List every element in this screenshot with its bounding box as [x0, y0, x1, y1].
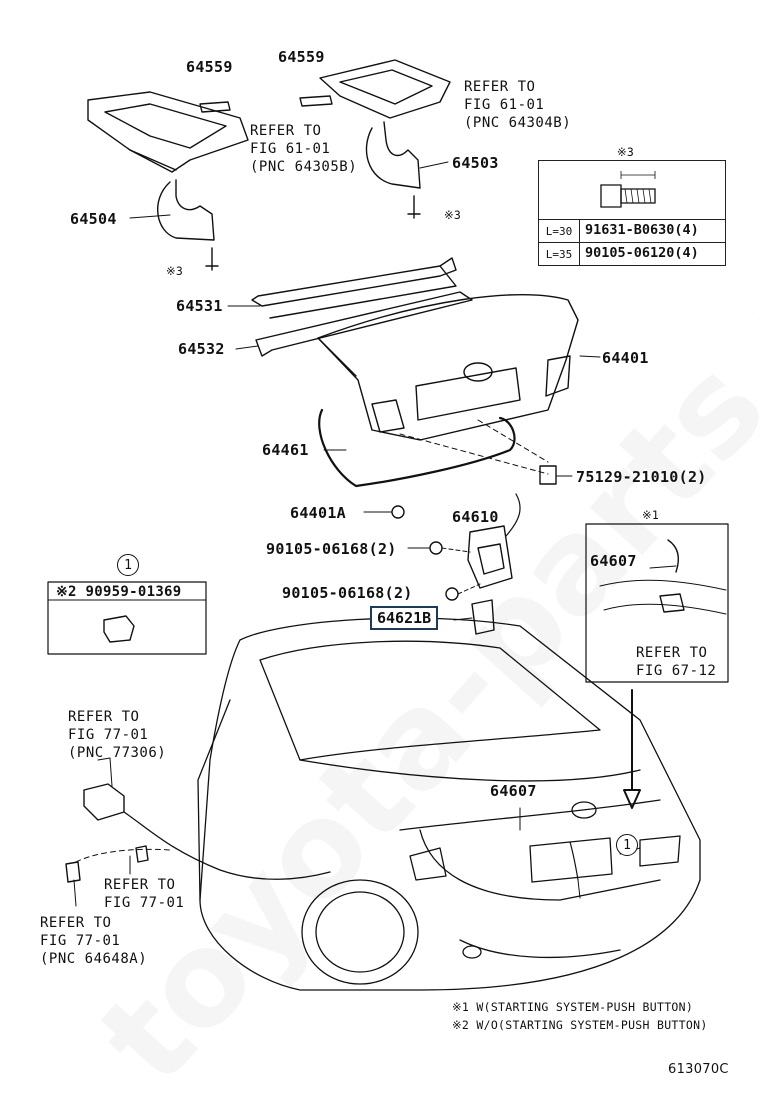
label-90105-b: 90105-06168(2) [282, 584, 413, 602]
hinge-arm-64504-drawing [156, 179, 215, 241]
ref-fig-61-01-64305b: REFER TO FIG 61-01 (PNC 64305B) [250, 123, 358, 175]
bolt-part-number: 90105-06120(4) [585, 245, 699, 261]
hinge-arm-64503-drawing [365, 121, 421, 189]
inset-box-frame [585, 523, 729, 683]
label-64461: 64461 [262, 441, 309, 459]
lock-64610-drawing [407, 493, 521, 601]
mark-3-bolt-left: ※3 [166, 264, 184, 278]
torsion-bar-64531-drawing [251, 257, 457, 307]
trunk-lid-64401-drawing [317, 294, 601, 441]
mark-3-bolt-right: ※3 [444, 208, 462, 222]
pointer-arrow [623, 689, 641, 809]
label-64607-inset: 64607 [590, 552, 637, 570]
ref-fig-67-12: REFER TO FIG 67-12 [636, 645, 717, 679]
car-body-drawing [197, 617, 701, 991]
striker-64621B-drawing [471, 599, 495, 635]
callout-part-number: ※2 90959-01369 [56, 584, 182, 600]
figure-code: 613070C [668, 1062, 729, 1077]
label-64504: 64504 [70, 210, 117, 228]
label-90105-a: 90105-06168(2) [266, 540, 397, 558]
ref-fig-77-01: REFER TO FIG 77-01 [104, 877, 185, 911]
footnote-1: ※1 W(STARTING SYSTEM-PUSH BUTTON) [452, 1000, 694, 1014]
label-64610: 64610 [452, 508, 499, 526]
ref-fig-61-01-64304b: REFER TO FIG 61-01 (PNC 64304B) [464, 79, 572, 131]
callout-circle-car: 1 [616, 834, 638, 856]
mark-1-inset: ※1 [642, 508, 660, 522]
ref-fig-77-01-77306: REFER TO FIG 77-01 (PNC 77306) [68, 709, 167, 761]
hinge-plate-left-drawing [87, 91, 249, 173]
bolt-length: L=35 [539, 243, 580, 265]
ref-fig-77-01-64648a: REFER TO FIG 77-01 (PNC 64648A) [40, 915, 148, 967]
label-64503: 64503 [452, 154, 499, 172]
bolt-icon [600, 171, 656, 208]
hinge-plate-right-drawing [299, 59, 451, 119]
bolt-length: L=30 [539, 220, 580, 242]
callout-box-frame [47, 581, 207, 655]
opener-switch-drawing [65, 757, 331, 907]
label-64559-top: 64559 [278, 48, 325, 66]
label-64559-left: 64559 [186, 58, 233, 76]
torsion-bar-64532-drawing [255, 291, 473, 357]
bolt-part-number: 91631-B0630(4) [585, 222, 699, 238]
bolt-table-row: L=30 91631-B0630(4) [539, 219, 725, 242]
label-64401: 64401 [602, 349, 649, 367]
label-64401A: 64401A [290, 504, 346, 522]
label-64621B-highlight[interactable]: 64621B [370, 606, 439, 630]
callout-number-circle: 1 [117, 554, 139, 576]
label-75129: 75129-21010(2) [576, 468, 707, 486]
label-64532: 64532 [178, 340, 225, 358]
bolt-table-header: ※3 [617, 145, 635, 159]
bolt-table: ※3 L=30 91631-B0630(4) L=35 90105-06120(… [538, 145, 726, 266]
label-64531: 64531 [176, 297, 223, 315]
weatherstrip-64461-drawing [318, 408, 516, 488]
bolt-table-row: L=35 90105-06120(4) [539, 242, 725, 265]
footnote-2: ※2 W/O(STARTING SYSTEM-PUSH BUTTON) [452, 1018, 708, 1032]
label-64607-car: 64607 [490, 782, 537, 800]
